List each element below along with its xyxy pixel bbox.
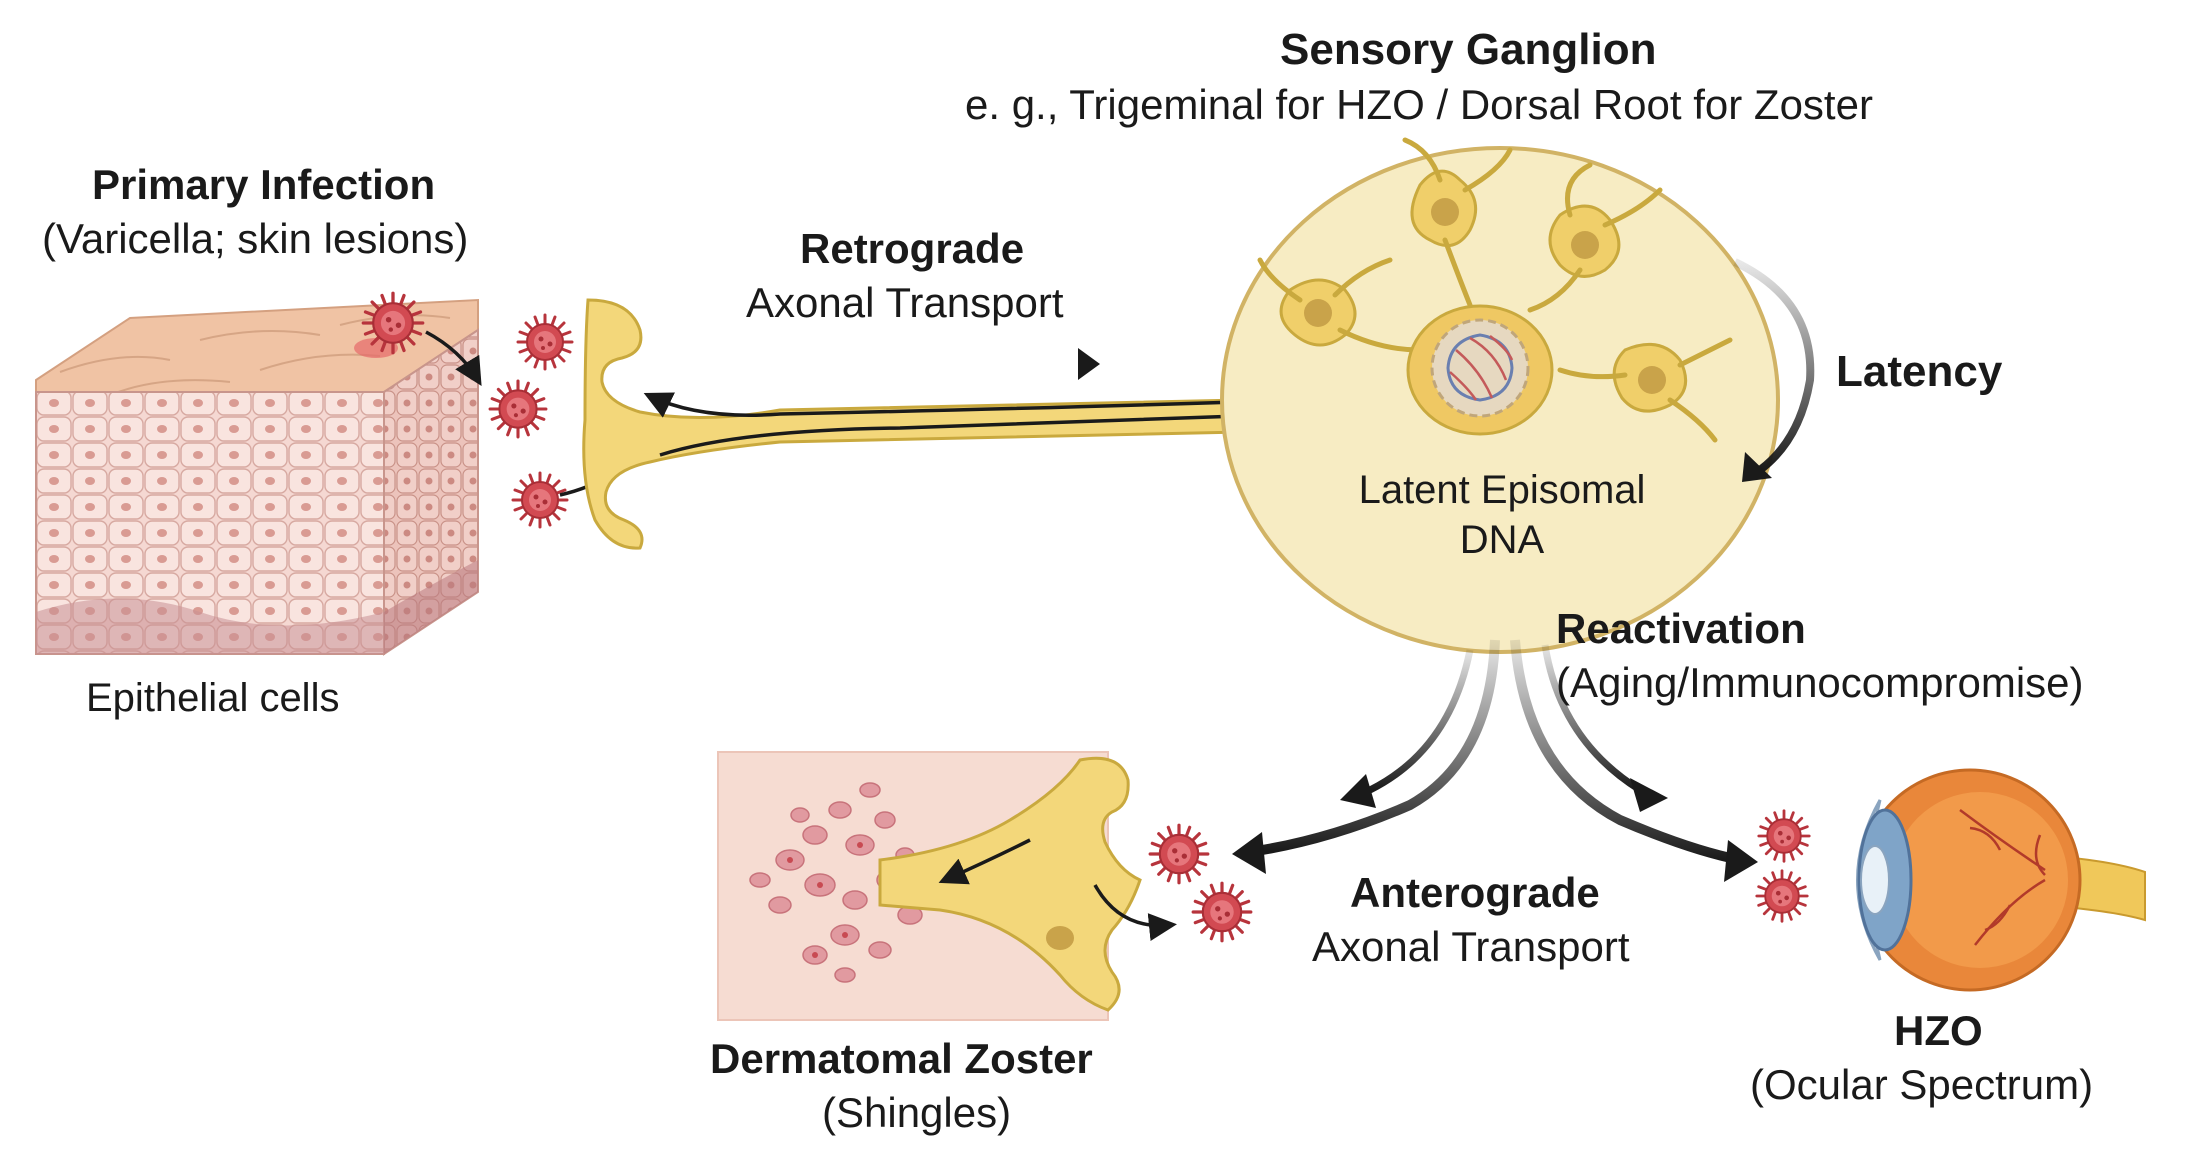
latency-label: Latency bbox=[1836, 347, 2003, 396]
zoster-title: Dermatomal Zoster bbox=[710, 1035, 1093, 1082]
virus-particle-icon bbox=[511, 471, 569, 529]
eye-icon bbox=[1856, 768, 2146, 992]
virus-particle-icon bbox=[1191, 881, 1253, 943]
virus-particle-icon bbox=[361, 291, 425, 355]
neuron-nucleus bbox=[1046, 926, 1074, 950]
anterograde-title: Anterograde bbox=[1350, 869, 1600, 916]
ganglion-title: Sensory Ganglion bbox=[1280, 25, 1657, 74]
anterograde-subtitle: Axonal Transport bbox=[1312, 923, 1630, 970]
lower-axon-arrow bbox=[938, 838, 1031, 885]
sensory-axon-lower bbox=[878, 756, 1142, 1012]
reactivation-title: Reactivation bbox=[1556, 605, 1806, 652]
virus-particle-icon bbox=[1148, 823, 1210, 885]
ganglion-subtitle: e. g., Trigeminal for HZO / Dorsal Root … bbox=[965, 81, 1873, 128]
primary-infection-subtitle: (Varicella; skin lesions) bbox=[42, 215, 469, 262]
epithelial-block bbox=[35, 298, 479, 656]
epithelial-cells-label: Epithelial cells bbox=[86, 676, 340, 720]
retrograde-title: Retrograde bbox=[800, 225, 1025, 272]
sensory-ganglion bbox=[1220, 137, 1780, 654]
reactivation-subtitle: (Aging/Immunocompromise) bbox=[1556, 659, 2084, 706]
virus-particle-icon bbox=[1755, 869, 1809, 923]
latent-dna-label-line2: DNA bbox=[1459, 518, 1545, 562]
virus-particle-icon bbox=[1757, 809, 1811, 863]
virus-particle-icon bbox=[488, 379, 548, 439]
entry-arrow bbox=[425, 330, 482, 387]
reactivation-arrows bbox=[1232, 639, 1758, 882]
latency-arrow bbox=[1733, 258, 1815, 474]
axon-internal-arrow-right bbox=[659, 396, 1417, 457]
hzo-subtitle: (Ocular Spectrum) bbox=[1750, 1061, 2094, 1108]
zoster-subtitle: (Shingles) bbox=[822, 1089, 1012, 1136]
retrograde-subtitle: Axonal Transport bbox=[746, 279, 1064, 326]
primary-infection-title: Primary Infection bbox=[92, 161, 436, 208]
latent-dna-label-line1: Latent Episomal bbox=[1358, 468, 1646, 512]
release-arrow bbox=[1093, 884, 1177, 942]
virus-particle-icon bbox=[516, 313, 574, 371]
hzo-title: HZO bbox=[1894, 1007, 1983, 1054]
